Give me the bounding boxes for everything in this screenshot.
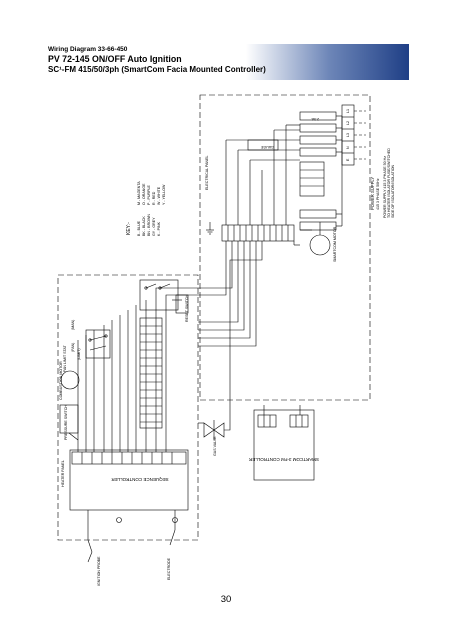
header-band [46, 44, 409, 80]
page-number: 30 [220, 594, 232, 605]
fan-limit-stat-label: FAN LIMIT STAT [63, 344, 67, 372]
power-supply-note3: SIDE OF ISOLATOR/ISOLATION [391, 164, 395, 218]
fan-limit-stat-limit-label: (LIMIT) [77, 348, 81, 360]
key-left-2: BN - BROWN [147, 214, 151, 236]
key-right-0: M - MAGENTA [137, 181, 141, 205]
smartcom-controller-box [253, 409, 315, 481]
supply-fuse-rating: 2.5A [311, 117, 319, 121]
fan-limit-stat-fan-label: (FAN) [71, 343, 75, 352]
key-right-5: Y - YELLOW [162, 184, 166, 205]
gas-valve-label: GAS VALVE [213, 436, 217, 456]
key-right-3: R - RED [152, 191, 156, 205]
combustion-motor-symbol [60, 370, 80, 390]
heater-wire-bundle [77, 300, 167, 452]
reset-switch-label: RESET SWITCH [185, 295, 189, 322]
key-left-4: K - PINK [157, 221, 161, 236]
diagram-subtitle: SC¹-FM 415/50/3ph (SmartCom Facia Mounte… [48, 65, 266, 74]
heater-panel-label: HEATER PANEL [61, 460, 65, 487]
sequence-controller-box [69, 449, 189, 511]
key-left-3: GY - GREY [152, 217, 156, 236]
supply-terminal-l1: L1 [346, 109, 350, 113]
smartcom-motor-label: SMARTCOM MOTOR [333, 226, 337, 262]
key-left-0: B - BLUE [137, 220, 141, 236]
electrical-panel-outline [199, 94, 371, 401]
sequence-controller-label: SEQUENCE CONTROLLER [111, 477, 169, 482]
key-title: KEY:- [126, 222, 132, 235]
key-right-1: O - ORANGE [142, 183, 146, 205]
key-right-2: P - PURPLE [147, 184, 151, 205]
pressure-switch-box [59, 404, 79, 434]
fan-limit-stat-man-label: (MAN) [71, 320, 75, 330]
heater-terminal-strip [139, 317, 163, 429]
supply-terminal-e: E [346, 158, 350, 161]
electrical-panel-label: ELECTRICAL PANEL [205, 155, 209, 190]
smartcom-motor-symbol [309, 234, 331, 256]
power-supply-line1: 415 3 PHASE 50Hz [376, 178, 380, 210]
supply-terminal-l3: L3 [346, 133, 350, 137]
power-supply-note1: POWER SUPPLY 415 3 PHASE 50 Hz [383, 156, 387, 218]
supply-terminal-l2: L2 [346, 121, 350, 125]
page-header: Wiring Diagram 33-66-450 PV 72-145 ON/OF… [46, 44, 409, 84]
fan-limit-stat-box [85, 329, 111, 359]
gauge-box [247, 139, 279, 151]
pressure-switch-label: PRESSURE SWITCH [64, 405, 68, 440]
electrode-label: ELECTRODE [167, 557, 171, 580]
ignition-probe-label: IGNITION PROBE [97, 556, 101, 586]
diagram-code: Wiring Diagram 33-66-450 [48, 46, 128, 53]
gauge-label: GAUGE [260, 145, 274, 149]
fuse-blocks [299, 111, 337, 231]
diagram-title: PV 72-145 ON/OFF Auto Ignition [48, 54, 182, 64]
key-right-4: W - WHITE [157, 186, 161, 205]
power-supply-note2: TO HEATER ISOLATOR FUSE/SWITCHED [387, 148, 391, 218]
supply-terminal-n: N [346, 146, 350, 149]
smartcom-controller-label: SMARTCOM 3-FM CONTROLLER [248, 457, 319, 462]
key-left-1: BK - BLACK [142, 216, 146, 236]
power-supply-title: POWER SUPPLY [370, 177, 375, 210]
combustion-motor-label: COMBUSTION MOTOR [59, 361, 63, 400]
heater-panel-outline [57, 274, 199, 541]
